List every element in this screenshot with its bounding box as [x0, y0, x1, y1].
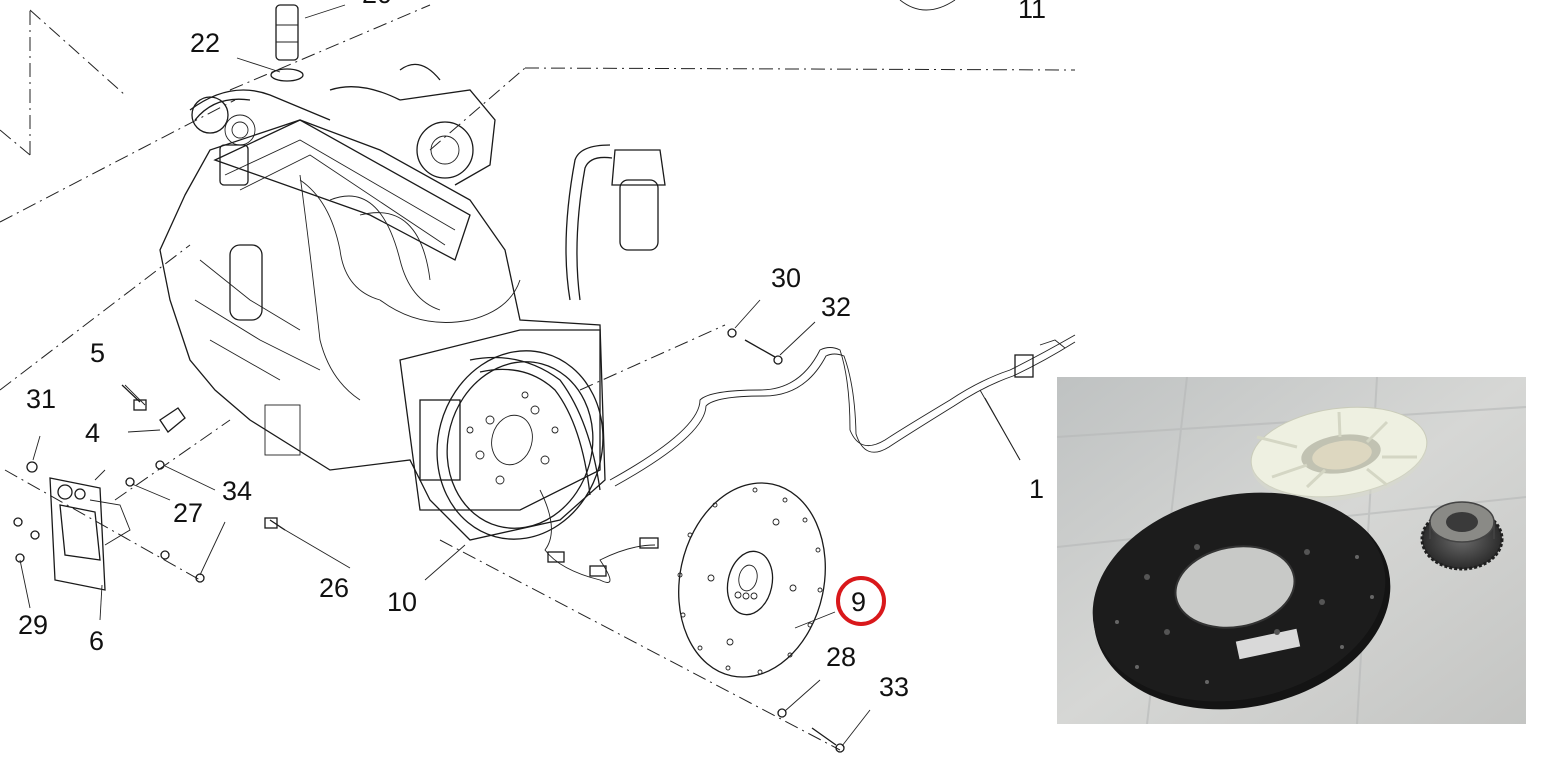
- highlight-ring: [836, 576, 886, 626]
- callout-22: 22: [190, 28, 220, 58]
- mounting-bracket: [49, 469, 131, 591]
- callout-32: 32: [821, 292, 851, 322]
- coupling-kit-photo: [1057, 377, 1526, 724]
- callout-34: 34: [222, 476, 252, 506]
- nylon-coupling-disc: [1250, 406, 1428, 502]
- callout-31: 31: [26, 384, 56, 414]
- callout-30: 30: [771, 263, 801, 293]
- part-11-outline: [899, 0, 956, 11]
- black-adapter-plate: [1092, 492, 1391, 710]
- leader-lines: [19, 4, 1021, 747]
- callout-9: 9: [851, 587, 866, 617]
- callout-1: 1: [1029, 474, 1044, 504]
- callout-29: 29: [18, 610, 48, 640]
- callout-6: 6: [89, 626, 104, 656]
- callout-10: 10: [387, 587, 417, 617]
- callout-27: 27: [173, 498, 203, 528]
- splined-hub-gear: [1420, 501, 1504, 571]
- callout-28: 28: [826, 642, 856, 672]
- engine-assembly: [159, 4, 666, 541]
- wiring-harness: [539, 334, 1076, 583]
- callout-4: 4: [85, 418, 100, 448]
- callout-26: 26: [319, 573, 349, 603]
- product-photo: [1057, 377, 1526, 724]
- callout-5: 5: [90, 338, 105, 368]
- callout-20: 20: [362, 0, 392, 9]
- flywheel-plate-part-9: [677, 482, 826, 678]
- callout-labels: 20 11 22 30 32 5 31 4 1 34 27 26 10 29 6…: [18, 0, 1046, 702]
- callout-11: 11: [1018, 0, 1046, 24]
- assembly-centerlines: [0, 4, 1076, 751]
- callout-33: 33: [879, 672, 909, 702]
